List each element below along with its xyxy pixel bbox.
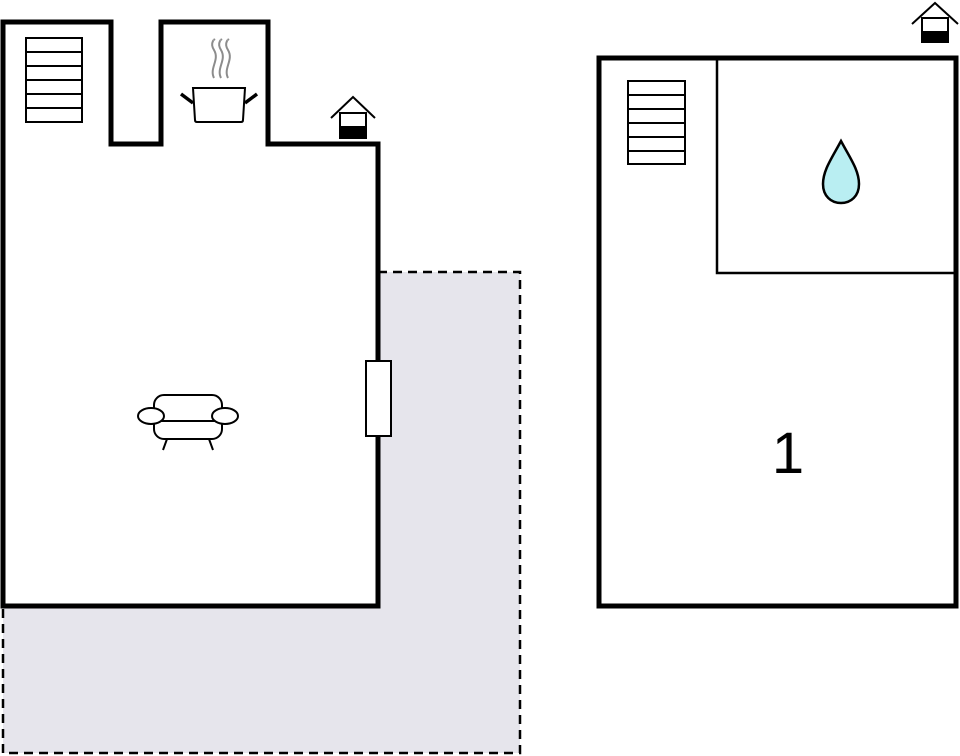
bedroom-label: 1 [772,421,804,486]
entrance-house-icon [330,95,376,139]
ground-floor-walls [0,19,381,609]
cooking-pot-icon [179,38,259,123]
water-drop-icon [821,138,861,205]
bathroom-partition [715,58,956,275]
entrance-house-icon [911,1,959,43]
sofa-icon [137,394,239,451]
window [365,360,392,437]
staircase-icon [627,80,686,165]
staircase-icon [25,37,83,123]
